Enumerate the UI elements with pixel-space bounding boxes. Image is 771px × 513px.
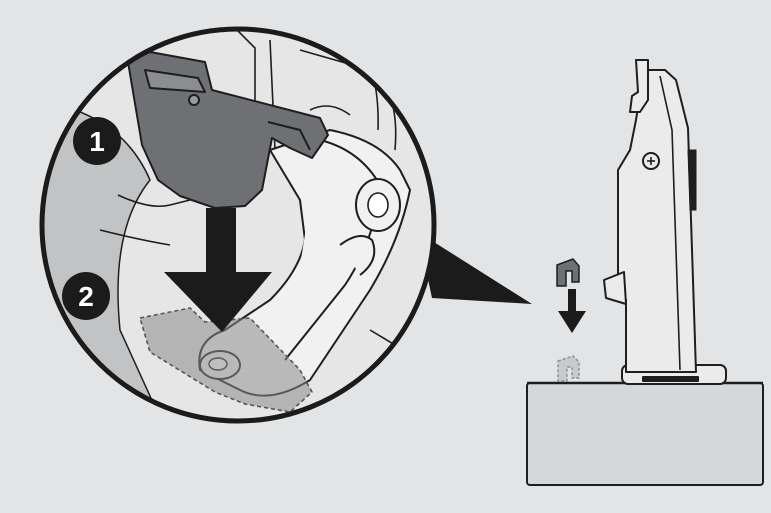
hinge-top-hook <box>629 59 649 113</box>
step-marker-1-label: 1 <box>89 126 105 157</box>
step-marker-2-label: 2 <box>78 281 94 312</box>
hinge-pivot <box>355 178 401 232</box>
small-clip-target <box>557 355 580 382</box>
large-arrow-down-icon <box>164 208 272 332</box>
cabinet-panel <box>526 381 764 486</box>
hinge-side-view <box>603 59 727 385</box>
large-clip <box>127 51 329 209</box>
magnifier-outline <box>39 26 437 424</box>
hinge-lower-lug <box>603 271 627 305</box>
clip-target-zone <box>138 307 314 413</box>
step-marker-2: 2 <box>62 272 110 320</box>
small-clip <box>556 258 580 287</box>
plate-slot <box>642 376 699 382</box>
step-marker-1: 1 <box>73 117 121 165</box>
magnifier-pointer <box>418 232 532 304</box>
small-arrow-down-icon <box>558 289 586 333</box>
